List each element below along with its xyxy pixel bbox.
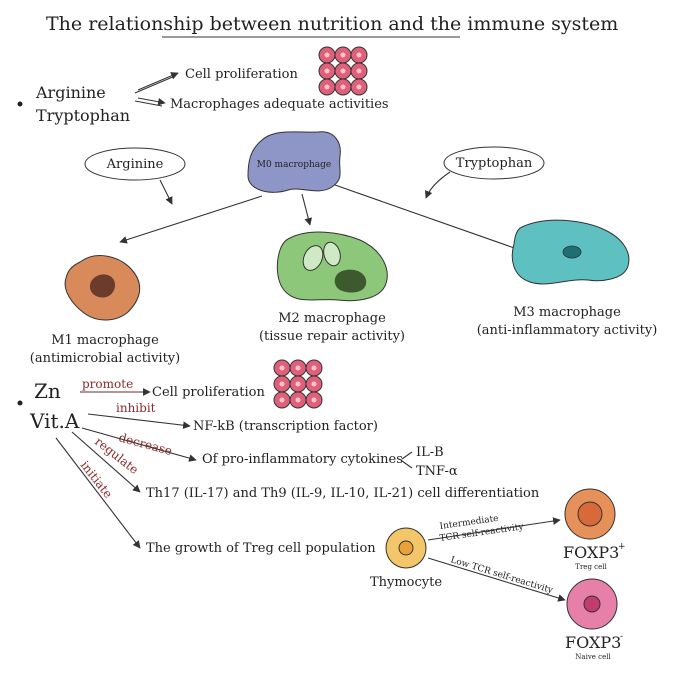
m3-nucleus bbox=[562, 245, 582, 259]
page-title: The relationship between nutrition and t… bbox=[46, 13, 618, 35]
cytokine-il-b: IL-B bbox=[416, 445, 444, 460]
arrow-arginine-m1 bbox=[159, 179, 173, 205]
tryptophan-oval bbox=[443, 146, 545, 180]
arrow-m0-m3 bbox=[334, 184, 521, 252]
m1-nucleus bbox=[89, 274, 116, 298]
thymocyte-label: Thymocyte bbox=[370, 575, 442, 590]
nutrient-arginine: Arginine bbox=[35, 83, 106, 102]
arrow-thymocyte-naive bbox=[427, 557, 566, 602]
arrow-tryptophan-m3 bbox=[425, 171, 451, 199]
arrow-m0-m1 bbox=[119, 195, 263, 244]
nutrient-vit-a: Vit.A bbox=[29, 409, 80, 433]
arrow-decrease bbox=[81, 427, 197, 462]
effect-cell-proliferation: Cell proliferation bbox=[185, 67, 298, 82]
m2-vesicle-2 bbox=[323, 241, 341, 267]
treg-label: FOXP3 bbox=[563, 543, 619, 562]
effect-macrophage-activity: Macrophages adequate activities bbox=[170, 97, 389, 112]
cytokine-branch-down bbox=[401, 460, 413, 469]
m1-name: M1 macrophage bbox=[51, 333, 159, 348]
action-th-differentiation: Th17 (IL-17) and Th9 (IL-9, IL-10, IL-21… bbox=[146, 486, 540, 501]
arrow-initiate bbox=[55, 437, 141, 549]
arrow-thymocyte-treg bbox=[427, 517, 561, 541]
arrow-to-macrophages-double bbox=[134, 100, 163, 107]
m2-name: M2 macrophage bbox=[278, 311, 386, 326]
proliferating-cells-icon bbox=[318, 46, 368, 96]
treg-sub: Treg cell bbox=[575, 563, 607, 571]
action-treg-growth: The growth of Treg cell population bbox=[146, 541, 376, 556]
m2-nucleus bbox=[334, 269, 367, 293]
action-cytokines: Of pro-inflammatory cytokines bbox=[202, 452, 403, 467]
arginine-label: Arginine bbox=[106, 157, 164, 172]
m0-label: M0 macrophage bbox=[257, 160, 331, 170]
m1-activity: (antimicrobial activity) bbox=[30, 351, 180, 366]
verb-promote: promote bbox=[82, 377, 133, 391]
proliferating-cells-icon bbox=[273, 359, 323, 409]
treg-nucleus bbox=[577, 501, 603, 527]
m2-activity: (tissue repair activity) bbox=[259, 329, 405, 344]
arrow-m0-m2 bbox=[301, 193, 312, 226]
bullet bbox=[17, 101, 23, 107]
arrow-regulate bbox=[71, 431, 141, 493]
action-nf-kb: NF-kB (transcription factor) bbox=[193, 419, 378, 434]
m3-name: M3 macrophage bbox=[513, 305, 621, 320]
treg-sup: + bbox=[618, 542, 626, 552]
thymocyte-nucleus bbox=[398, 540, 414, 556]
naive-sup: - bbox=[620, 632, 623, 642]
tryptophan-label: Tryptophan bbox=[456, 156, 533, 171]
path-low-tcr: Low TCR self-reactivity bbox=[449, 555, 555, 596]
arrow-inhibit bbox=[87, 413, 191, 430]
arrow-to-proliferation-double bbox=[134, 75, 176, 94]
cytokine-branch-up bbox=[401, 451, 413, 460]
m2-vesicle-1 bbox=[302, 245, 324, 271]
naive-label: FOXP3 bbox=[565, 633, 621, 652]
verb-inhibit: inhibit bbox=[116, 401, 156, 415]
m3-activity: (anti-inflammatory activity) bbox=[477, 323, 658, 338]
arrow-to-macrophages bbox=[137, 97, 166, 106]
nutrient-tryptophan: Tryptophan bbox=[36, 106, 130, 125]
nutrient-zn: Zn bbox=[34, 379, 61, 403]
naive-nucleus bbox=[583, 595, 601, 613]
arginine-oval bbox=[84, 147, 186, 181]
naive-sub: Naive cell bbox=[575, 653, 611, 661]
arrow-to-proliferation bbox=[137, 72, 179, 91]
m0-macrophage-icon bbox=[247, 131, 341, 193]
cytokine-tnf-alpha: TNF-α bbox=[416, 464, 458, 479]
action-cell-proliferation: Cell proliferation bbox=[152, 385, 265, 400]
bullet bbox=[17, 400, 23, 406]
